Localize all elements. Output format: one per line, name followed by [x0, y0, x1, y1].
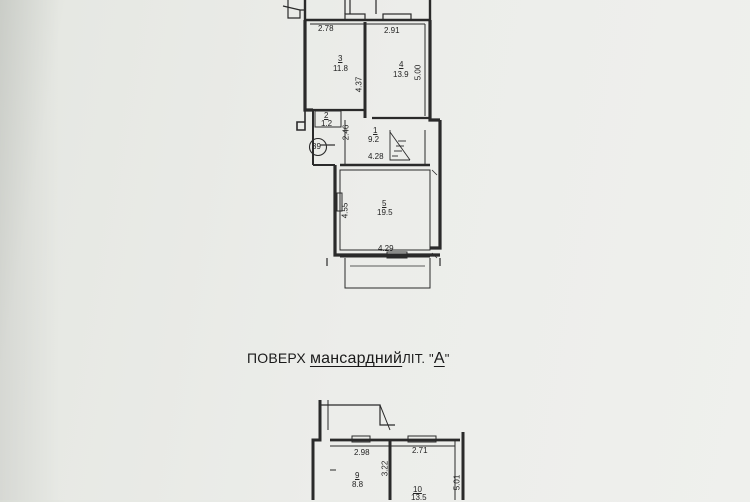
room-9-area: 8.8	[352, 480, 364, 489]
room-2-number: 2	[324, 111, 329, 120]
room-5-number: 5	[382, 199, 387, 208]
floor-caption: ПОВЕРХ мансарднийЛІТ. "А"	[247, 350, 450, 368]
room-4-area: 13.9	[393, 70, 409, 79]
room-10-number: 10	[413, 485, 422, 494]
dim-top-right: 2.91	[384, 26, 400, 35]
dim-hall-height: 2.46	[341, 124, 351, 141]
room-10-area: 13.5	[411, 493, 427, 502]
caption-floor-type: мансардний	[309, 350, 403, 367]
axis-marker-label: 39	[312, 142, 321, 151]
upper-plan	[282, 0, 442, 289]
lower-dim-top-right: 2.71	[412, 446, 428, 455]
room-9-number: 9	[355, 471, 360, 480]
lower-dim-top-left: 2.98	[354, 448, 370, 457]
dim-top-left: 2.78	[318, 24, 334, 33]
page-edge-shadow	[0, 0, 60, 500]
room-5-area: 19.5	[377, 208, 393, 217]
lower-plan	[311, 400, 465, 500]
dim-room4-height: 5.00	[413, 64, 423, 81]
room-3-number: 3	[338, 54, 343, 63]
caption-lit-close: "	[444, 351, 450, 366]
dim-room5-height: 4.55	[340, 202, 350, 219]
room-3-area: 11.8	[333, 64, 348, 73]
caption-lit-label: ЛІТ. "	[402, 351, 434, 366]
dim-hall-width: 4.28	[368, 152, 384, 161]
dim-room3-height: 4.37	[354, 76, 364, 93]
caption-prefix: ПОВЕРХ	[247, 350, 306, 366]
room-1-area: 9.2	[368, 135, 380, 144]
dim-room5-width: 4.29	[378, 244, 394, 253]
room-4-number: 4	[399, 60, 404, 69]
caption-lit-value: А	[433, 350, 445, 367]
room-1-number: 1	[373, 126, 378, 135]
lower-dim-room10-height: 5.01	[452, 474, 462, 491]
lower-dim-room9-height: 3.22	[380, 460, 390, 477]
room-2-area: 1.2	[321, 119, 333, 128]
